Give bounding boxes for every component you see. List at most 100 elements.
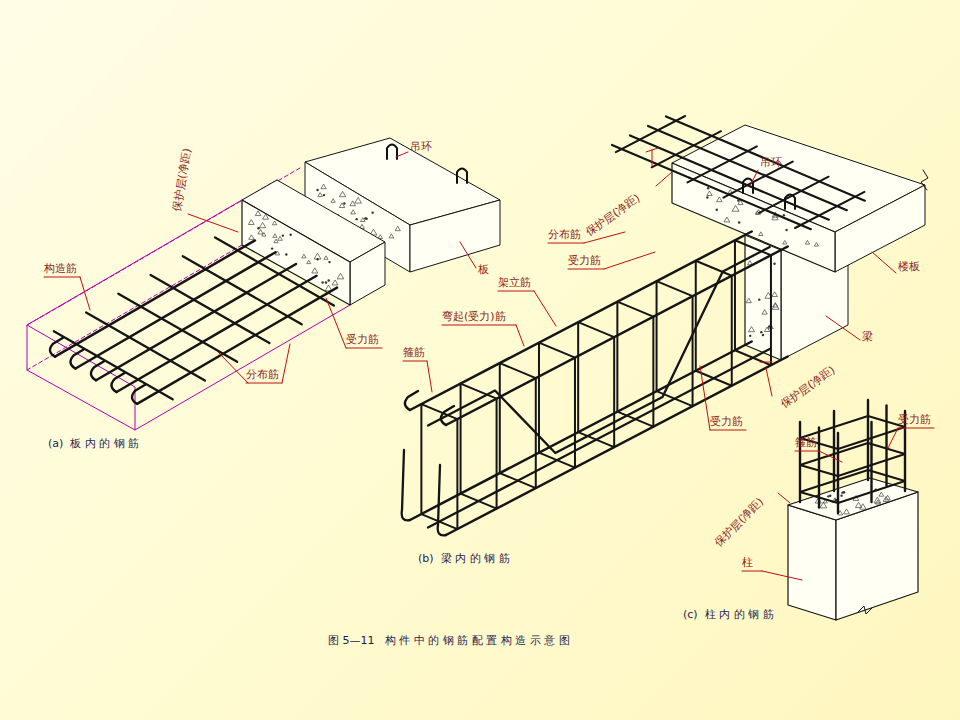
aggregate-triangle	[395, 226, 400, 230]
aggregate-triangle	[389, 234, 394, 238]
longitudinal-rebar	[428, 349, 770, 528]
main-rebar	[55, 240, 255, 356]
aggregate-triangle	[278, 236, 283, 240]
main-rebar	[137, 288, 337, 404]
column-main-rebar	[818, 428, 820, 508]
aggregate-triangle	[248, 220, 254, 225]
aggregate-triangle	[885, 495, 890, 500]
slab-distribution-rebar	[616, 116, 685, 152]
lifting-ring	[457, 169, 467, 184]
main-rebar	[76, 252, 276, 368]
leader-line	[646, 148, 658, 152]
slab-end-side	[350, 242, 385, 305]
distribution-rebar	[54, 331, 173, 399]
aggregate-dot	[289, 234, 291, 236]
aggregate-dot	[271, 247, 273, 249]
aggregate-triangle	[324, 256, 328, 259]
column-main-rebar	[885, 406, 887, 486]
break-line	[921, 170, 928, 190]
aggregate-dot	[783, 214, 785, 216]
aggregate-triangle	[321, 184, 326, 189]
leader-line	[548, 243, 584, 244]
leader-line	[888, 428, 898, 448]
leader-line	[710, 430, 746, 431]
leader-line	[652, 150, 653, 166]
part-label: 保护层(净距)	[170, 147, 194, 212]
rebar-hook	[70, 349, 83, 368]
aggregate-triangle	[259, 222, 265, 227]
aggregate-dot	[285, 253, 287, 255]
distribution-rebar	[183, 256, 302, 324]
longitudinal-rebar	[446, 247, 788, 426]
leader-line	[872, 252, 896, 273]
aggregate-dot	[827, 495, 829, 497]
leader-line	[396, 152, 408, 157]
leader-line	[403, 361, 427, 362]
column-main-rebar	[799, 422, 801, 502]
leader-line	[460, 242, 476, 268]
aggregate-triangle	[339, 191, 345, 196]
leader-line	[326, 298, 346, 348]
aggregate-triangle	[844, 509, 850, 514]
aggregate-dot	[316, 258, 318, 260]
aggregate-triangle	[258, 230, 263, 234]
aggregate-triangle	[762, 310, 767, 314]
part-label: 受力筋	[346, 333, 379, 346]
part-label: 弯起(受力)筋	[442, 310, 506, 323]
bent-up-rebar	[428, 247, 770, 453]
aggregate-triangle	[272, 221, 276, 225]
aggregate-triangle	[302, 254, 306, 258]
rebar-hook	[405, 391, 418, 410]
leader-line	[604, 252, 655, 269]
main-rebar	[96, 264, 296, 380]
part-label: 受力筋	[568, 254, 601, 267]
slab-main-rebar	[666, 117, 865, 201]
aggregate-dot	[371, 211, 373, 213]
aggregate-triangle	[860, 504, 866, 509]
distribution-rebar	[118, 294, 237, 362]
leader-line	[44, 277, 80, 278]
leader-line	[750, 170, 758, 186]
column-main-rebar	[833, 411, 835, 491]
rebar-hook	[112, 373, 125, 392]
part-label: 保护层(净距)	[712, 495, 766, 549]
leader-line	[826, 316, 860, 340]
aggregate-dot	[760, 331, 762, 333]
longitudinal-rebar	[410, 342, 752, 521]
part-label: 架立筋	[498, 276, 531, 289]
aggregate-dot	[785, 229, 787, 231]
aggregate-triangle	[255, 211, 261, 216]
slab-outline	[27, 305, 62, 325]
part-label: 吊环	[760, 156, 782, 169]
slab-distribution-rebar	[652, 131, 721, 167]
panel-caption: (c) 柱 内 的 钢 筋	[683, 608, 774, 621]
aggregate-triangle	[337, 273, 344, 279]
leader-line	[700, 366, 710, 430]
leader-line	[346, 348, 382, 349]
leader-line	[246, 383, 282, 384]
slab-outline	[27, 245, 242, 370]
leader-line	[516, 325, 524, 346]
leader-line	[282, 344, 290, 383]
aggregate-triangle	[772, 303, 779, 309]
aggregate-triangle	[331, 199, 335, 203]
aggregate-triangle	[350, 201, 356, 206]
aggregate-triangle	[263, 214, 269, 219]
leader-line	[80, 277, 90, 310]
rebar-hook	[50, 338, 63, 357]
leader-line	[898, 428, 934, 429]
aggregate-triangle	[707, 191, 712, 195]
leader-line	[656, 172, 672, 186]
aggregate-triangle	[273, 234, 277, 238]
part-label: 保护层(净距)	[583, 192, 643, 239]
leader-line	[819, 451, 842, 462]
slab-main-rebar	[630, 136, 829, 220]
leader-line	[568, 269, 604, 270]
panel-caption: (a) 板 内 的 钢 筋	[48, 437, 139, 450]
aggregate-triangle	[724, 217, 730, 222]
aggregate-triangle	[361, 218, 366, 222]
slab-distribution-rebar	[723, 162, 792, 198]
slab-block-side	[410, 200, 500, 272]
slab-distribution-rebar	[688, 146, 757, 182]
